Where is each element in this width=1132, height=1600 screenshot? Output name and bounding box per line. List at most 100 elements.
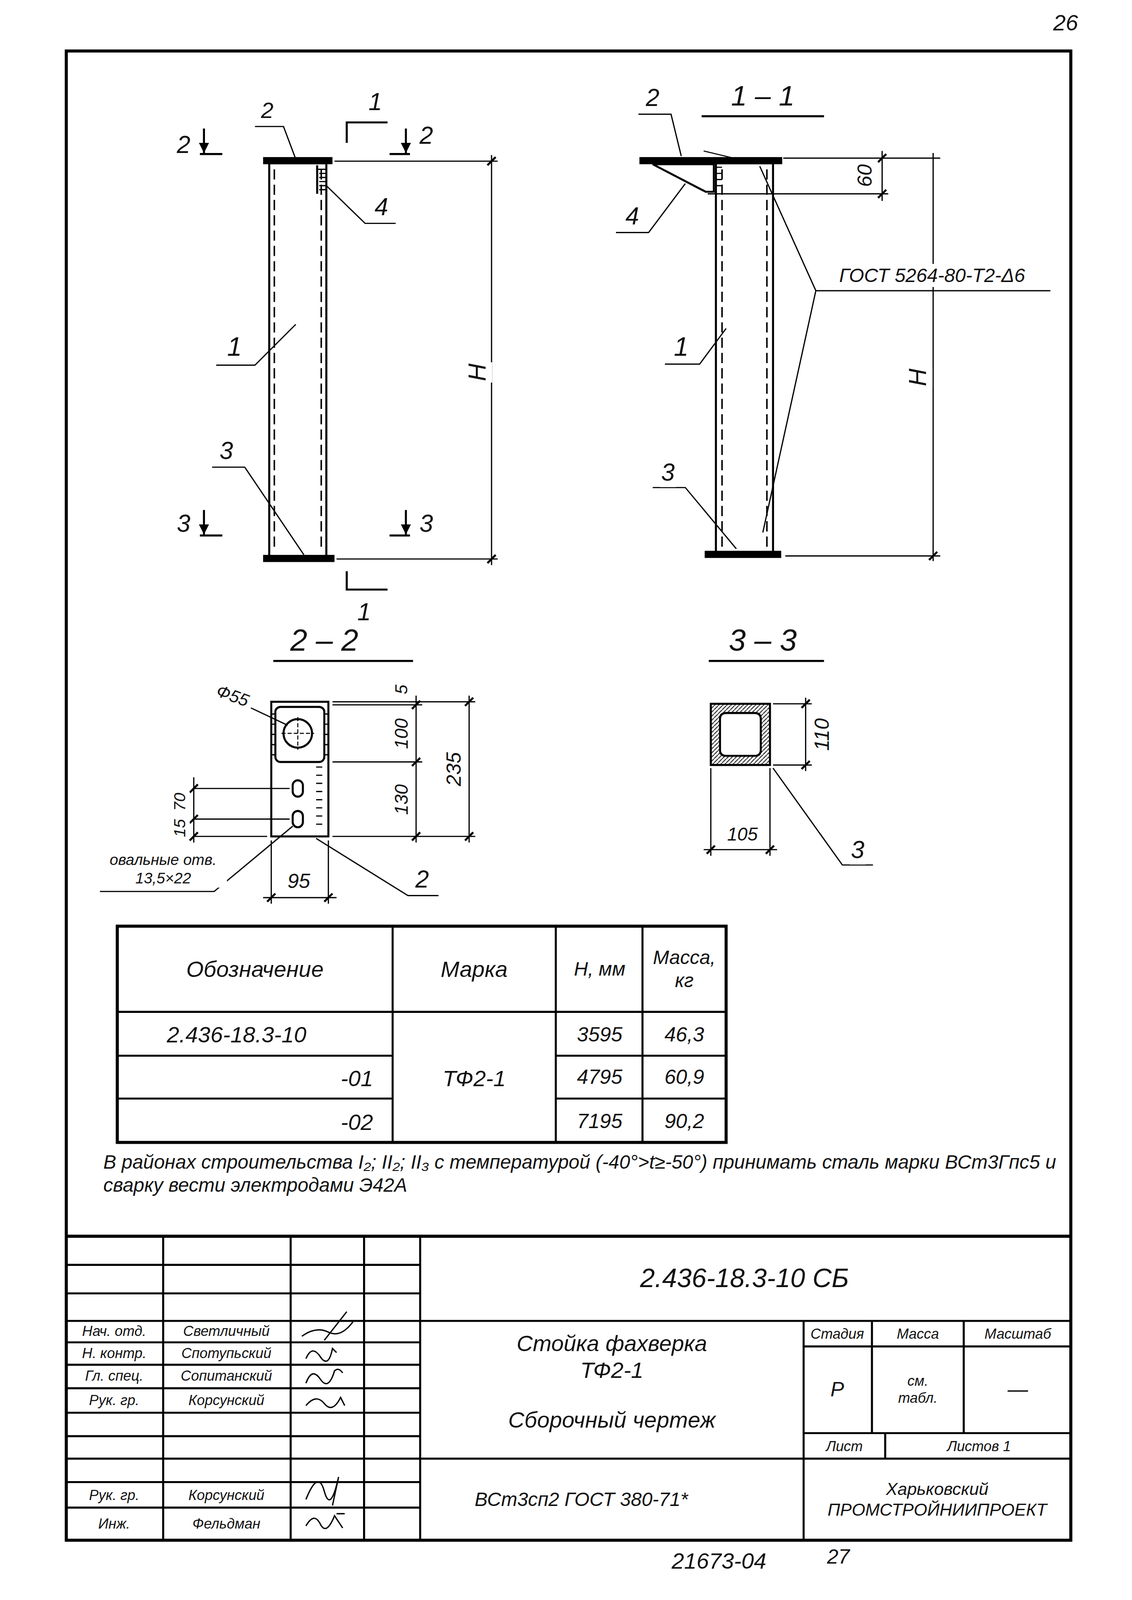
section-view [766, 169, 768, 547]
dimension-line [703, 697, 812, 856]
signature [305, 1396, 345, 1408]
title-block-name: Корсунский [187, 1486, 266, 1504]
section-mark: 3 [175, 508, 193, 539]
leader-line [254, 126, 296, 159]
note-text: В районах строительства I₂; II₂; II₃ с т… [101, 1150, 1066, 1197]
front-view [318, 169, 327, 190]
dimension-line [929, 551, 938, 560]
dimension-value: 100 [390, 716, 413, 750]
title-block-grid [803, 1320, 1071, 1540]
signature [301, 1311, 353, 1528]
callout-number: 2 [414, 864, 431, 894]
title-block-cell: Листов 1 [945, 1437, 1013, 1455]
leader-line [615, 114, 1051, 549]
callout-number: 3 [218, 435, 235, 466]
title-block-name: Корсунский [187, 1391, 266, 1409]
title-block-header: Стадия [809, 1325, 866, 1343]
table-cell: 60,9 [662, 1064, 706, 1090]
leader-line [759, 166, 1051, 533]
table-grid [117, 926, 727, 1143]
section-view [715, 167, 722, 186]
section-mark [199, 152, 223, 155]
dimension-line [334, 154, 498, 565]
hole-note: овальные отв. 13,5×22 [99, 850, 228, 888]
table-header: H, мм [563, 957, 637, 981]
section-title: 3 – 3 [727, 621, 799, 659]
table-grid [117, 926, 727, 1143]
section-view [292, 810, 303, 828]
section-view [640, 158, 781, 164]
leader-line [638, 114, 682, 157]
title-block-role: Нач. отд. [80, 1322, 148, 1340]
title-block-name: Спотупьский [180, 1344, 273, 1362]
table-cell: -02 [339, 1108, 375, 1136]
sheet-frame [66, 51, 1071, 1541]
table-header: Масса, кг [645, 945, 723, 992]
signature [305, 1348, 337, 1361]
dimension-line [706, 845, 775, 854]
section-mark: 2 [175, 129, 193, 160]
section-view [708, 659, 824, 662]
title-block-name: Светличный [181, 1322, 272, 1340]
dimension-line [267, 893, 333, 902]
section-mark [199, 534, 223, 537]
table-header: Обозначение [184, 955, 325, 983]
dimension-line [707, 151, 941, 562]
table-grid [117, 926, 727, 1143]
title-block-cell: — [1006, 1376, 1030, 1402]
dimension-line [193, 777, 290, 843]
section-mark [389, 152, 411, 155]
leader-line [316, 838, 439, 896]
leader-line [251, 707, 288, 726]
section-view [652, 164, 715, 192]
sheet-frame [66, 51, 1071, 1541]
leader-line [773, 768, 874, 865]
dimension-line [487, 157, 496, 564]
section-view [273, 659, 413, 662]
title-block-grid [66, 1236, 1071, 1541]
section-view [275, 706, 325, 763]
leader-line [652, 487, 737, 549]
leader-line [664, 328, 727, 364]
weld-note: ГОСТ 5264-80-Т2-Δ6 [837, 263, 1027, 287]
dimension-value: 60 [852, 162, 877, 188]
front-view [263, 158, 334, 561]
archive-number: 27 [825, 1543, 851, 1569]
section-title: 1 – 1 [729, 78, 797, 113]
title-block-name: Сопитанский [179, 1366, 274, 1385]
material-spec: ВСт3сп2 ГОСТ 380-71* [473, 1487, 690, 1511]
front-view [269, 163, 327, 557]
section-mark: 3 [417, 508, 435, 539]
signature [305, 1368, 343, 1384]
dimension-value: 130 [390, 782, 413, 816]
signature [305, 1476, 339, 1506]
dimension-value: 95 [286, 868, 312, 894]
dimension-line [785, 152, 940, 561]
dimension-line [411, 697, 474, 841]
dimension-value: 105 [725, 823, 759, 846]
title-block-role: Рук. гр. [87, 1391, 141, 1409]
dimension-line [332, 695, 476, 843]
dimension-line [263, 840, 337, 904]
front-view [263, 158, 332, 164]
section-view [715, 163, 774, 553]
section-view [281, 716, 315, 750]
title-block-role: Инж. [96, 1514, 132, 1532]
callout-number: 4 [373, 192, 390, 222]
section-title: 2 – 2 [288, 621, 360, 659]
callout-number: 1 [672, 330, 691, 363]
title-block-name: Фельдман [191, 1514, 262, 1532]
table-cell: 7195 [575, 1108, 624, 1133]
dimension-line [878, 153, 887, 198]
front-view [320, 169, 323, 551]
section-view [271, 660, 414, 837]
section-view [703, 151, 755, 164]
leader-line [211, 126, 396, 555]
section-mark [404, 128, 407, 153]
drawing-title: Сборочный чертеж [506, 1406, 717, 1433]
callout-number: 1 [225, 330, 244, 363]
leader-line [326, 185, 396, 224]
front-view [273, 169, 276, 551]
drawing-title: Стойка фахверка ТФ2-1 [492, 1329, 732, 1384]
